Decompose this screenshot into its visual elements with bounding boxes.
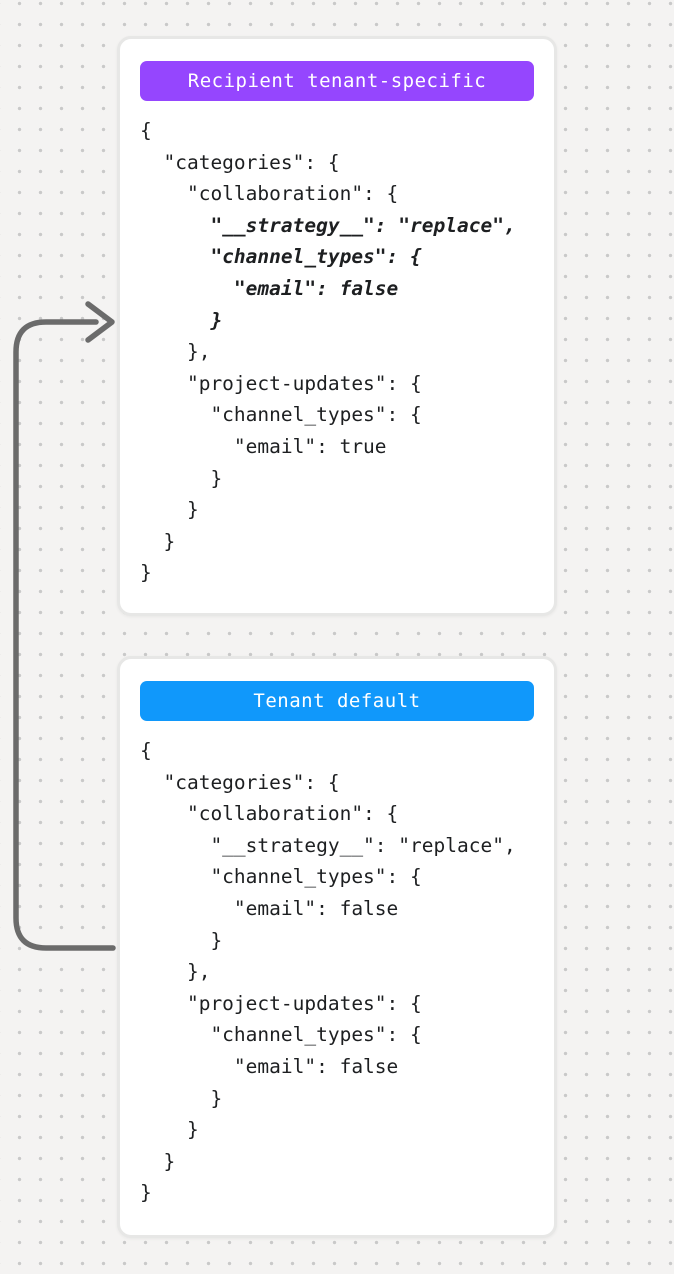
- code-line: },: [140, 960, 211, 984]
- code-line: "project-updates": {: [140, 991, 422, 1015]
- code-line: "__strategy__": "replace",: [140, 833, 516, 857]
- code-line: "collaboration": {: [140, 182, 399, 206]
- arrow-connector-line: [13, 319, 116, 951]
- card-recipient-tenant-specific: Recipient tenant-specific { "categories"…: [117, 36, 557, 616]
- tenant-default-badge: Tenant default: [140, 681, 534, 721]
- code-line: "channel_types": {: [140, 403, 422, 427]
- json-code-block-recipient: { "categories": { "collaboration": { "__…: [140, 115, 516, 589]
- code-line: "email": false: [140, 896, 399, 920]
- code-line: }: [140, 1086, 223, 1110]
- code-line: {: [140, 739, 152, 762]
- code-line: }: [140, 1118, 199, 1142]
- code-line: "email": false: [140, 1054, 399, 1078]
- code-line: {: [140, 119, 152, 142]
- code-line: }: [140, 529, 176, 553]
- json-code-block-tenant-default: { "categories": { "collaboration": { "__…: [140, 735, 516, 1209]
- code-line: }: [140, 308, 223, 332]
- code-line: "email": false: [140, 276, 399, 300]
- card-tenant-default: Tenant default { "categories": { "collab…: [117, 656, 557, 1238]
- code-line: "categories": {: [140, 150, 340, 174]
- code-line: "categories": {: [140, 770, 340, 794]
- code-line: }: [140, 1149, 176, 1173]
- code-line: "collaboration": {: [140, 802, 399, 826]
- code-line: },: [140, 340, 211, 364]
- code-line: "channel_types": {: [140, 1023, 422, 1047]
- code-line: "email": true: [140, 434, 387, 458]
- code-line: }: [140, 498, 199, 522]
- code-line: "channel_types": {: [140, 245, 422, 269]
- code-line: "__strategy__": "replace",: [140, 213, 516, 237]
- recipient-tenant-specific-badge: Recipient tenant-specific: [140, 61, 534, 101]
- code-line: "channel_types": {: [140, 865, 422, 889]
- arrowhead-icon: [85, 301, 115, 343]
- code-line: "project-updates": {: [140, 371, 422, 395]
- code-line: }: [140, 1181, 152, 1205]
- code-line: }: [140, 928, 223, 952]
- code-line: }: [140, 561, 152, 585]
- code-line: }: [140, 466, 223, 490]
